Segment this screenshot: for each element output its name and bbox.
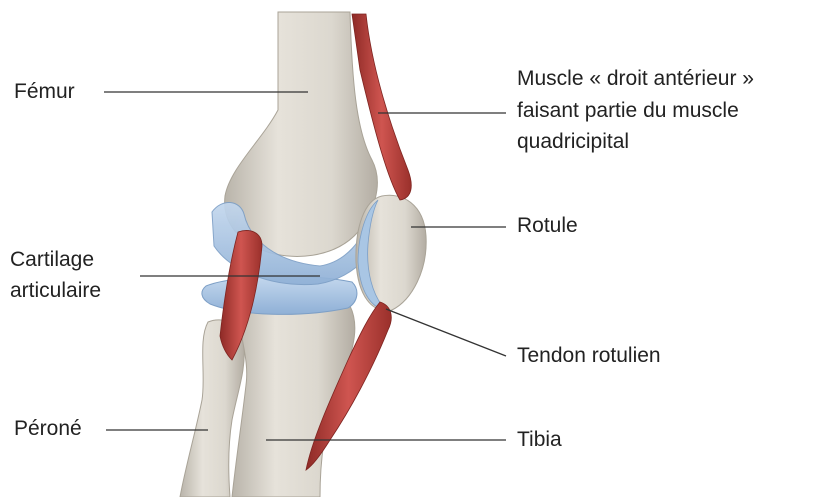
label-muscle-line2: faisant partie du muscle xyxy=(517,98,739,124)
tendon-leader xyxy=(386,309,506,356)
label-perone: Péroné xyxy=(14,416,82,442)
label-rotule: Rotule xyxy=(517,213,578,239)
label-cartilage-line1: Cartilage xyxy=(10,247,94,273)
label-muscle-line3: quadricipital xyxy=(517,129,629,155)
label-tibia: Tibia xyxy=(517,427,562,453)
label-muscle-line1: Muscle « droit antérieur » xyxy=(517,66,754,92)
label-tendon: Tendon rotulien xyxy=(517,343,661,369)
femur-bone xyxy=(225,12,378,256)
label-femur: Fémur xyxy=(14,79,75,105)
label-cartilage-line2: articulaire xyxy=(10,278,101,304)
